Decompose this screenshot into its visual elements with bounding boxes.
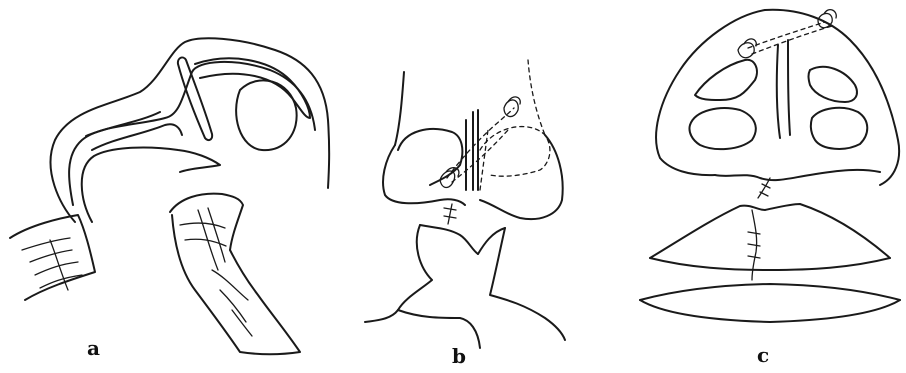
panel-c-drawing [640,10,900,322]
panel-a-drawing [10,38,329,354]
panel-a-label: a [87,338,100,358]
panel-b-label: b [452,346,466,366]
panel-c-label: c [757,345,769,365]
panel-b-drawing [365,60,565,348]
